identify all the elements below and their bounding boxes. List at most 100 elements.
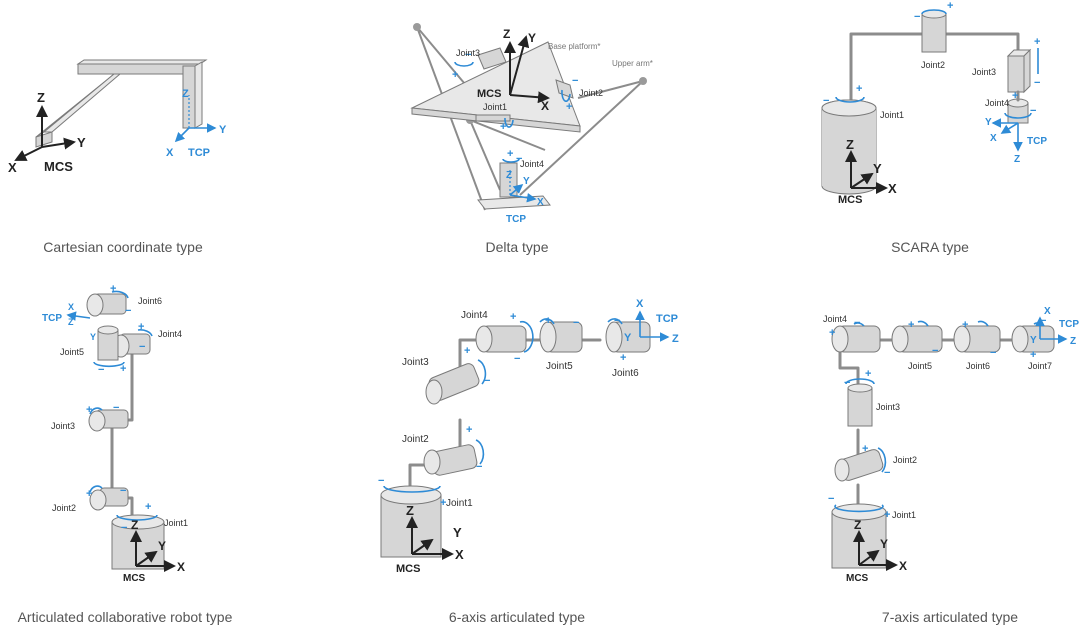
svg-text:+: + [862,443,868,455]
svg-text:−: − [823,95,829,107]
svg-text:+: + [545,315,551,327]
scara-mcs-x: X [888,181,897,196]
seven-mcs-label: MCS [846,573,869,584]
scara-mcs-z: Z [846,137,854,152]
seven-joint7-label: Joint7 [1028,361,1052,371]
svg-text:−: − [484,375,490,387]
collab-mcs-y: Y [158,539,166,553]
caption-scara: SCARA type [891,239,969,255]
svg-text:−: − [914,11,920,23]
scara-tcp-label: TCP [1027,136,1047,147]
svg-text:−: − [572,75,578,87]
mcs-z-label: Z [37,90,45,105]
svg-text:−: − [828,493,834,505]
svg-text:+: + [452,69,458,81]
six-mcs-label: MCS [396,563,420,575]
six-axis-diagram: − + + − + − + − + − − + Joint1 Joint2 Jo… [378,298,679,575]
svg-text:−: − [854,317,860,329]
collab-tcp-y: Y [90,332,96,342]
svg-text:−: − [378,475,384,487]
svg-text:−: − [514,353,520,365]
svg-text:+: + [1030,349,1036,361]
scara-tcp-y: Y [985,117,992,128]
svg-text:+: + [865,368,871,380]
collab-tcp-label: TCP [42,313,62,324]
base-platform-note: Base platform* [548,42,600,51]
collab-joint3-label: Joint3 [51,421,75,431]
delta-diagram: Z Y X MCS + − − + + Joint3 Joint2 Joint1… [410,23,653,225]
svg-text:−: − [614,315,620,327]
svg-text:−: − [884,467,890,479]
svg-text:+: + [620,352,626,364]
seven-joint5-label: Joint5 [908,361,932,371]
six-joint4-label: Joint4 [461,310,488,321]
scara-joint3-label: Joint3 [972,67,996,77]
tcp-z-label: Z [182,88,189,100]
six-tcp-label: TCP [656,313,678,325]
delta-pivot [639,77,647,85]
collab-joint5-label: Joint5 [60,347,84,357]
collab-tcp-x: X [68,302,74,312]
seven-mcs-z: Z [854,518,861,532]
delta-tcp-z: Z [506,170,512,181]
delta-tcp-label: TCP [506,214,526,225]
scara-tcp-z: Z [1014,154,1020,165]
scara-joint4-label: Joint4 [985,98,1009,108]
scara-joint2-label: Joint2 [921,60,945,70]
svg-text:−: − [125,305,131,317]
six-joint3-label: Joint3 [402,357,429,368]
delta-mcs-x: X [541,99,549,113]
svg-text:+: + [908,319,914,331]
svg-text:+: + [962,319,968,331]
delta-mcs-z: Z [503,27,510,41]
seven-joint6-label: Joint6 [966,361,990,371]
seven-joint3-label: Joint3 [876,402,900,412]
delta-pivot [413,23,421,31]
svg-text:+: + [464,345,470,357]
six-joint1-label: Joint1 [446,498,473,509]
tcp-label: TCP [188,147,210,159]
caption-collab: Articulated collaborative robot type [18,609,233,625]
collab-mcs-x: X [177,560,185,574]
seven-axis-diagram: − + + − − + + − + − + − − + Joint1 Joint… [823,306,1079,584]
svg-text:+: + [86,404,92,416]
scara-mcs-label: MCS [838,194,862,206]
collab-joint6-label: Joint6 [138,296,162,306]
svg-text:−: − [573,317,579,329]
svg-text:+: + [500,121,506,133]
svg-text:−: − [98,364,104,376]
upper-arm-note: Upper arm* [612,59,653,68]
svg-text:+: + [120,363,126,375]
svg-text:−: − [465,49,471,61]
delta-tcp-y: Y [523,176,530,187]
svg-text:−: − [1034,77,1040,89]
seven-tcp-x: X [1044,306,1051,317]
six-tcp-x: X [636,298,644,310]
delta-mcs-y: Y [528,31,536,45]
svg-text:+: + [1012,90,1018,102]
collab-joint2-label: Joint2 [52,503,76,513]
svg-text:+: + [466,424,472,436]
scara-diagram: + − + − + − + − Joint1 Joint2 Joint3 Joi… [821,0,1047,206]
svg-text:−: − [121,522,127,534]
seven-joint4-label: Joint4 [823,314,847,324]
delta-joint2-label: Joint2 [579,88,603,98]
svg-text:−: − [516,153,522,165]
svg-text:−: − [120,485,126,497]
tcp-y-label: Y [219,124,227,136]
seven-tcp-y: Y [1030,335,1037,346]
caption-cartesian: Cartesian coordinate type [43,239,203,255]
six-mcs-y: Y [453,525,462,540]
cartesian-diagram: Z Y X MCS Z Y X TCP [8,59,227,175]
collab-tcp-z: Z [68,317,74,327]
six-joint2-label: Joint2 [402,434,429,445]
seven-mcs-x: X [899,559,907,573]
svg-text:+: + [566,101,572,113]
svg-text:−: − [1030,105,1036,117]
svg-text:+: + [86,488,92,500]
svg-text:+: + [510,311,516,323]
seven-joint2-label: Joint2 [893,455,917,465]
seven-joint1-label: Joint1 [892,510,916,520]
delta-tcp-x: X [537,197,544,208]
